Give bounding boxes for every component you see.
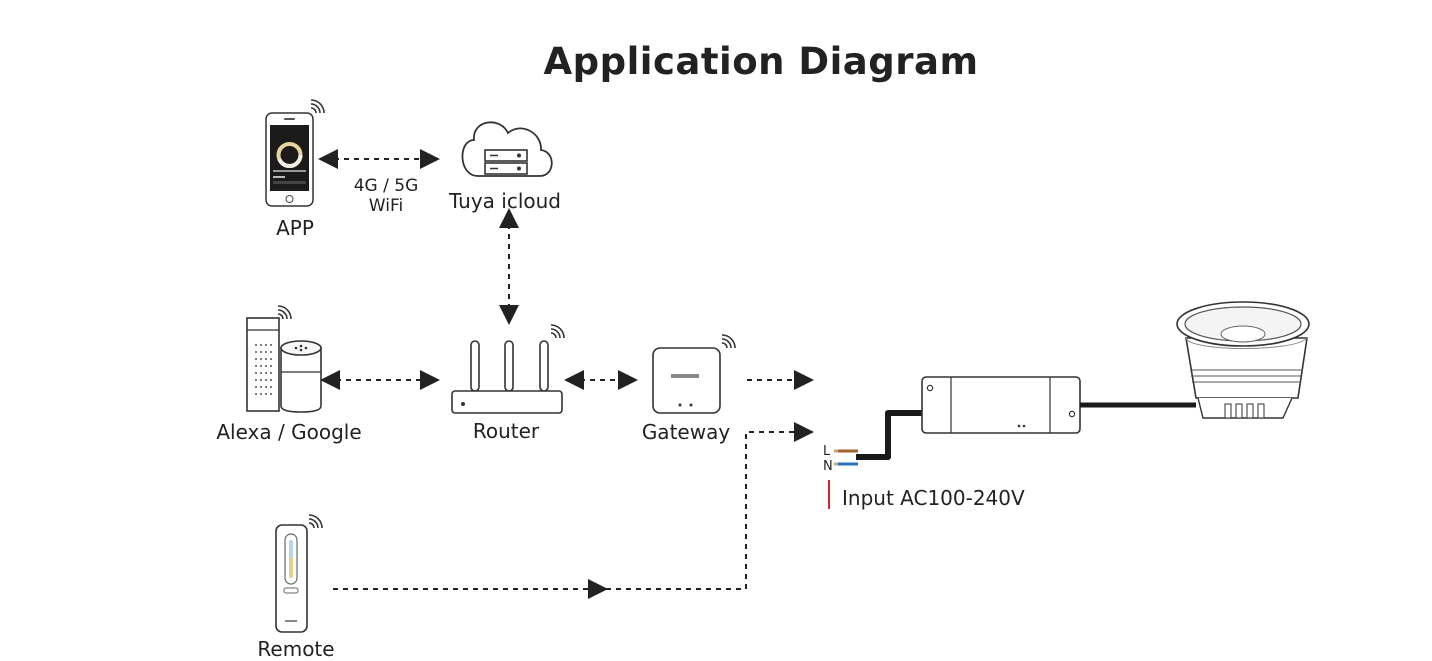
input-voltage-label: Input AC100-240V: [842, 486, 1025, 510]
router-label: Router: [472, 419, 540, 443]
remote-label: Remote: [257, 637, 335, 661]
smart-speaker-icon: [246, 317, 322, 413]
input-wires: [834, 410, 925, 466]
network-label-line2: WiFi: [368, 196, 404, 216]
wifi-signal-icon: [308, 514, 323, 529]
gateway-label: Gateway: [641, 420, 731, 444]
voice-assistant-label: Alexa / Google: [216, 420, 362, 444]
wifi-signal-icon: [310, 99, 325, 114]
network-label: 4G / 5G WiFi: [338, 176, 434, 216]
remote-control-icon: [275, 524, 308, 633]
network-label-line1: 4G / 5G: [353, 176, 419, 196]
terminal-l-label: L: [823, 444, 831, 459]
wifi-signal-icon: [721, 334, 736, 349]
cloud-server-icon: [461, 121, 553, 177]
app-label: APP: [276, 216, 314, 240]
downlight-icon: [1176, 301, 1310, 419]
terminal-n-label: N: [823, 459, 833, 474]
wifi-signal-icon: [277, 305, 292, 320]
wifi-signal-icon: [550, 324, 565, 339]
router-icon: [451, 340, 563, 414]
driver-box-icon: [921, 376, 1081, 434]
smartphone-icon: [265, 112, 314, 207]
page-title: Application Diagram: [543, 40, 979, 83]
cloud-label: Tuya icloud: [448, 189, 562, 213]
gateway-icon: [652, 347, 721, 414]
remote-link-route: [606, 422, 814, 590]
